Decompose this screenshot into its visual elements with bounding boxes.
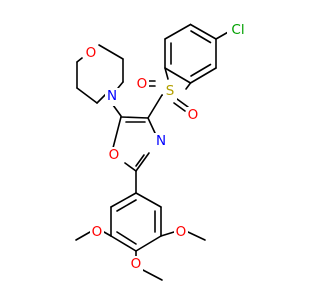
chlorine-atom: Cl <box>231 22 244 38</box>
trimethoxyphenyl-ring <box>110 192 162 252</box>
sulfonyl-oxygen-left: O <box>137 76 148 92</box>
chlorophenyl-ring <box>164 23 217 84</box>
sulfonyl-oxygen-right: O <box>188 107 199 123</box>
oxazole-oxygen: O <box>109 147 120 163</box>
methoxy-bonds <box>75 231 206 281</box>
sulfur-atom: S <box>166 83 175 99</box>
methoxy-oxygen-left: O <box>92 224 103 240</box>
ring-s-bond <box>185 82 192 90</box>
methoxy-oxygen-right: O <box>176 224 187 240</box>
methoxy-oxygen-bottom: O <box>131 256 142 272</box>
oxazole-nitrogen: N <box>156 133 166 149</box>
molecule-structure-diagram: Cl S O O N O N O O O O <box>75 22 247 281</box>
oxazole-ring <box>112 116 156 172</box>
morpholine-nitrogen: N <box>107 88 117 104</box>
n-oxazole-bond <box>112 104 122 117</box>
sulfonyl-bonds <box>146 80 189 119</box>
morpholine-oxygen: O <box>86 45 97 61</box>
atom-labels: Cl S O O N O N O O O O <box>84 22 247 274</box>
